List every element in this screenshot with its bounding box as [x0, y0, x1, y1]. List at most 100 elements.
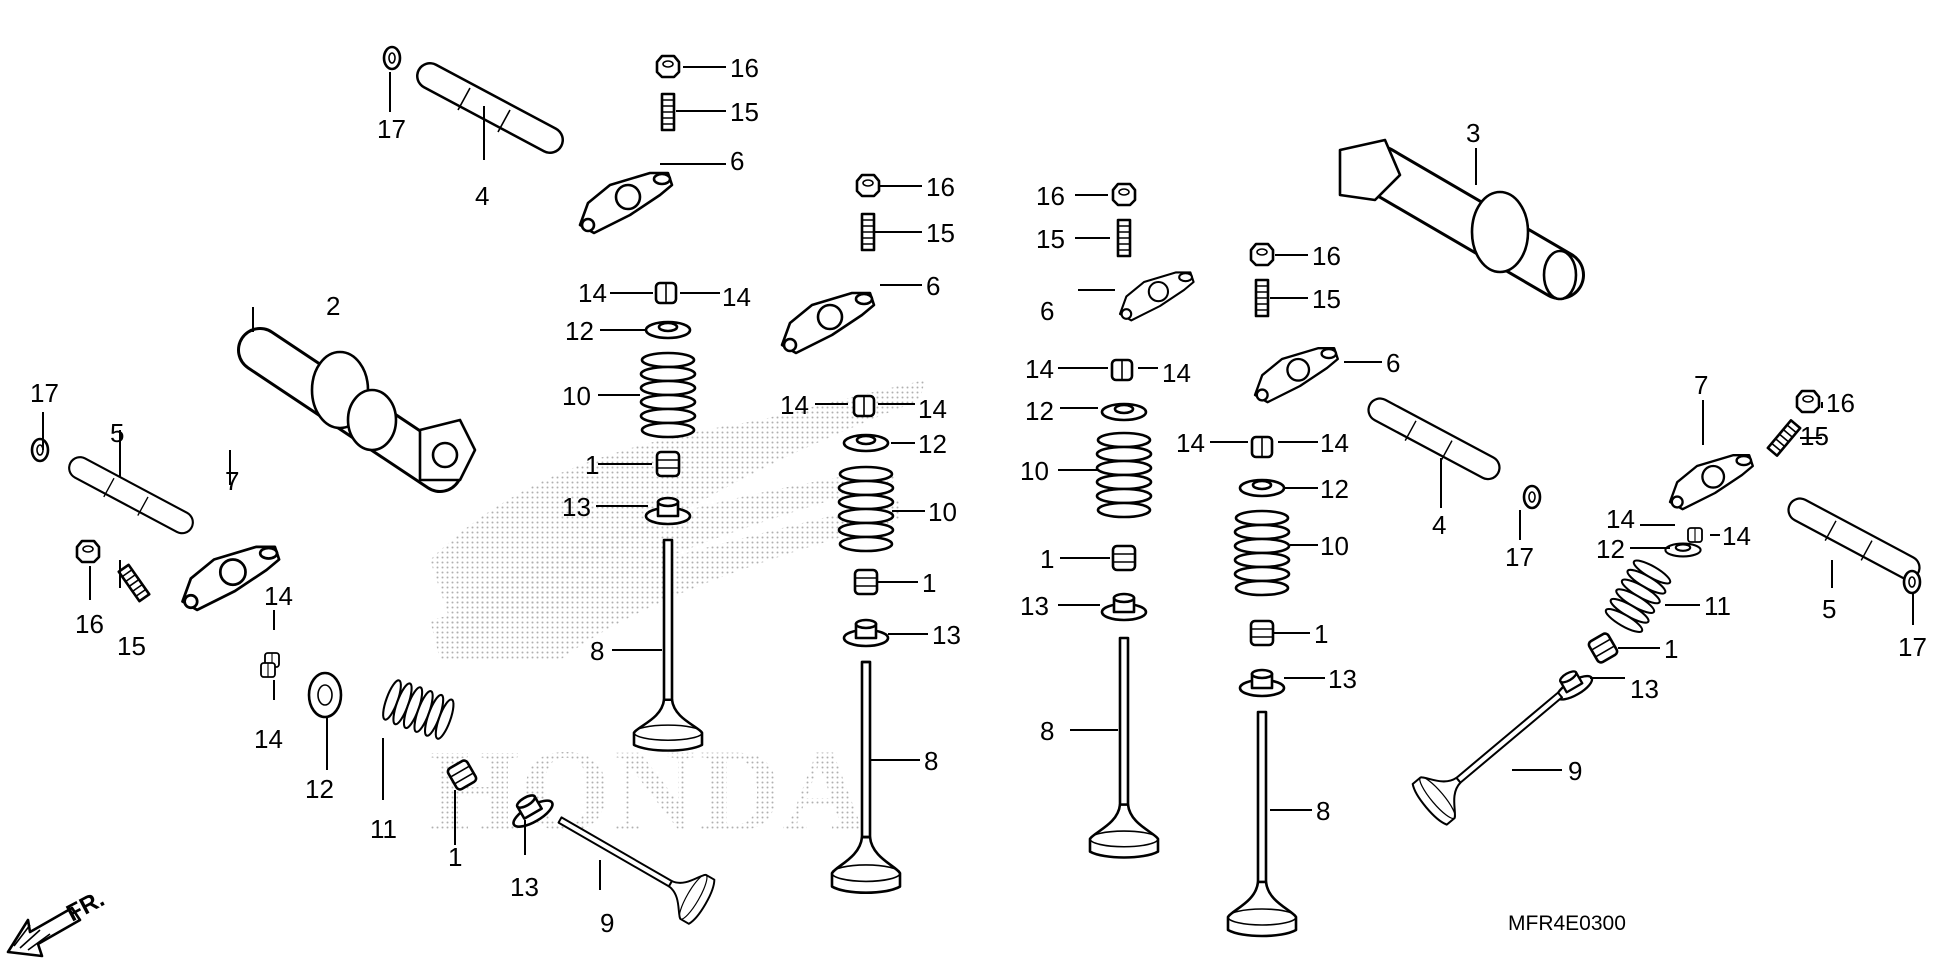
adjust-screw-15-f: [1766, 419, 1802, 457]
retainer-12-left: [307, 671, 343, 719]
spring-11-right: [1601, 555, 1675, 638]
leader-lines: [42, 66, 1914, 890]
callout-6: 6: [926, 271, 940, 301]
callout-13: 13: [1328, 664, 1357, 694]
valve-8-c: [1088, 636, 1160, 859]
rocker-arm-6-a: [578, 171, 674, 235]
callout-14: 14: [254, 724, 283, 754]
callout-15: 15: [730, 97, 759, 127]
callout-12: 12: [305, 774, 334, 804]
callout-8: 8: [590, 636, 604, 666]
callout-15: 15: [1800, 421, 1829, 451]
rocker-arm-6-d: [1253, 347, 1339, 404]
seal-1-c: [1111, 544, 1137, 572]
callout-11: 11: [370, 814, 397, 844]
callout-14: 14: [1606, 504, 1635, 534]
callout-3: 3: [1466, 118, 1480, 148]
nut-16-b: [75, 539, 101, 564]
callout-8: 8: [924, 746, 938, 776]
cotter-14-d: [1250, 435, 1274, 459]
callout-14: 14: [1320, 428, 1349, 458]
seal-1-b: [853, 568, 879, 596]
nut-16-e: [1249, 242, 1275, 267]
rocker-shaft-4-right: [1380, 410, 1488, 468]
adjust-screw-15-c: [860, 212, 876, 252]
rocker-shaft-5-left: [80, 468, 182, 522]
camshaft-3: [1338, 138, 1585, 301]
callout-17: 17: [1898, 632, 1927, 662]
washer-17-d: [1902, 569, 1922, 595]
callout-1: 1: [1664, 634, 1678, 664]
rocker-arm-6-c: [1118, 271, 1195, 322]
callout-9: 9: [600, 908, 614, 938]
callout-11: 11: [1704, 591, 1731, 621]
callout-13: 13: [1020, 591, 1049, 621]
callout-1: 1: [585, 450, 599, 480]
adjust-screw-15-a: [660, 92, 676, 132]
rocker-shaft-4-left: [430, 76, 550, 140]
adjust-screw-15-e: [1254, 278, 1270, 318]
washer-17-b: [30, 437, 50, 463]
callout-1: 1: [922, 568, 936, 598]
spring-10-c: [1095, 431, 1153, 519]
callout-16: 16: [730, 53, 759, 83]
seat-13-b: [842, 618, 890, 648]
nut-16-a: [655, 54, 681, 79]
callout-16: 16: [1312, 241, 1341, 271]
seat-13-c: [1100, 592, 1148, 622]
callout-13: 13: [932, 620, 961, 650]
callout-7: 7: [1694, 370, 1708, 400]
retainer-12-b: [842, 433, 890, 453]
cotter-14-a: [654, 281, 678, 305]
adjust-screw-15-d: [1116, 218, 1132, 258]
retainer-12-c: [1100, 402, 1148, 422]
callout-17: 17: [1505, 542, 1534, 572]
callout-1: 1: [1314, 619, 1328, 649]
callout-12: 12: [1025, 396, 1054, 426]
seal-1-a: [655, 450, 681, 478]
callout-10: 10: [1020, 456, 1049, 486]
diagram-code: MFR4E0300: [1508, 912, 1626, 935]
valve-9-right: [1408, 673, 1579, 829]
callout-1: 1: [448, 842, 462, 872]
rocker-arm-7-right: [1668, 454, 1754, 511]
callout-10: 10: [1320, 531, 1349, 561]
callout-14: 14: [780, 390, 809, 420]
washer-17-left: [382, 45, 402, 71]
callout-12: 12: [1320, 474, 1349, 504]
callout-14: 14: [918, 394, 947, 424]
callout-14: 14: [722, 282, 751, 312]
callout-14: 14: [1176, 428, 1205, 458]
spring-11-left: [378, 676, 459, 743]
seat-13-d: [1238, 668, 1286, 698]
callout-14: 14: [264, 581, 293, 611]
cotter-14-b: [852, 394, 876, 418]
callout-8: 8: [1040, 716, 1054, 746]
callout-12: 12: [1596, 534, 1625, 564]
retainer-12-e: [1664, 542, 1702, 558]
callout-15: 15: [1036, 224, 1065, 254]
callout-8: 8: [1316, 796, 1330, 826]
callout-12: 12: [565, 316, 594, 346]
valve-8-d: [1226, 710, 1298, 938]
callout-13: 13: [1630, 674, 1659, 704]
seal-1-d: [1249, 619, 1275, 647]
seal-1-e: [1586, 630, 1620, 666]
callout-14: 14: [578, 278, 607, 308]
cotter-14-c: [1110, 358, 1134, 382]
retainer-12-a: [644, 320, 692, 340]
callout-17: 17: [377, 114, 406, 144]
callout-labels: 17 4 16 15 6 2 17 5 7 16 15 14 14 12 11 …: [30, 53, 1927, 938]
camshaft-2: [237, 327, 477, 493]
nut-16-c: [855, 173, 881, 198]
callout-6: 6: [1040, 296, 1054, 326]
callout-1: 1: [1040, 544, 1054, 574]
callout-13: 13: [562, 492, 591, 522]
callout-5: 5: [110, 418, 124, 448]
callout-2: 2: [326, 291, 340, 321]
cotter-14-e: [1687, 527, 1703, 543]
callout-6: 6: [730, 146, 744, 176]
callout-14: 14: [1162, 358, 1191, 388]
callout-6: 6: [1386, 348, 1400, 378]
